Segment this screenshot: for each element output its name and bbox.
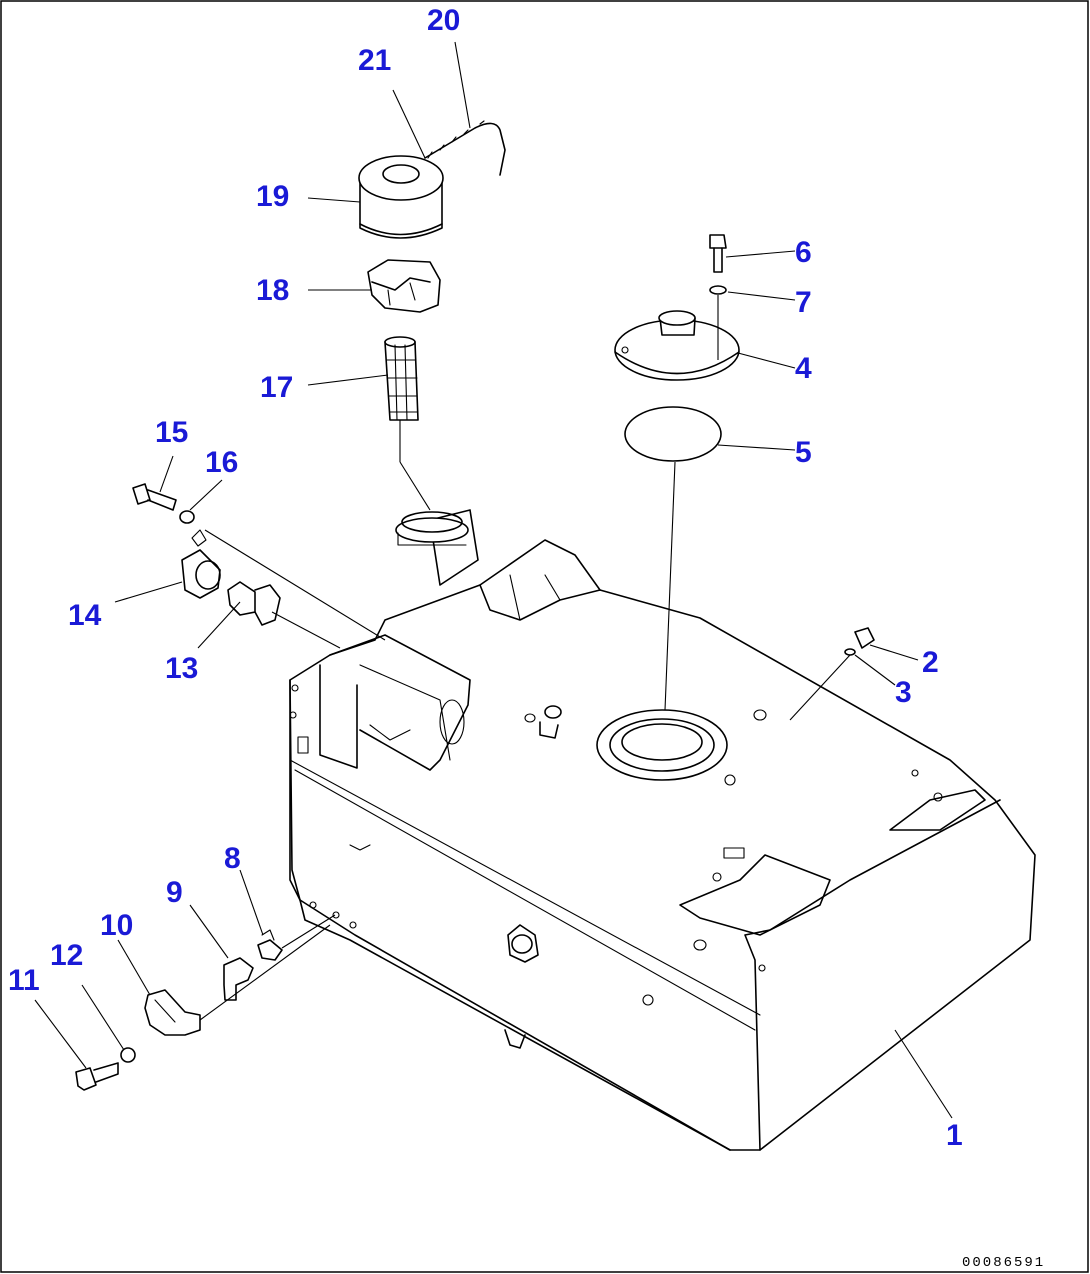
- bolt-6: [709, 234, 727, 273]
- callout-18: 18: [256, 274, 289, 307]
- callout-3: 3: [895, 676, 912, 709]
- callout-14: 14: [68, 599, 102, 632]
- clamp-10: [144, 989, 201, 1036]
- fuel-cap: [358, 155, 444, 239]
- callout-19: 19: [256, 180, 289, 213]
- drain-valve-8: [257, 929, 283, 961]
- washer-12: [120, 1047, 136, 1063]
- callout-20: 20: [427, 4, 460, 37]
- callout-15: 15: [155, 416, 188, 449]
- callout-9: 9: [166, 876, 183, 909]
- callout-10: 10: [100, 909, 133, 942]
- bolt-11: [75, 1062, 119, 1091]
- seal-3: [844, 648, 856, 656]
- callout-16: 16: [205, 446, 238, 479]
- document-number: 00086591: [962, 1255, 1045, 1271]
- callout-17: 17: [260, 371, 293, 404]
- callout-11: 11: [8, 964, 40, 997]
- strainer: [384, 336, 419, 421]
- callout-13: 13: [165, 652, 198, 685]
- cover-plate: [614, 310, 740, 381]
- callout-1: 1: [946, 1119, 963, 1152]
- callout-7: 7: [795, 286, 812, 319]
- callouts: 1 2 3 4 5 6 7 8 9 10 11 12 13 14 15 16 1…: [8, 4, 963, 1152]
- sensor-13: [227, 581, 281, 626]
- o-ring: [624, 406, 722, 462]
- filler-neck: [395, 509, 479, 586]
- fuel-tank: [289, 539, 1036, 1151]
- sender-14: [181, 529, 221, 599]
- elbow-9: [223, 957, 254, 1001]
- cap-adapter: [367, 259, 441, 313]
- washer-16: [179, 510, 195, 524]
- callout-12: 12: [50, 939, 83, 972]
- callout-6: 6: [795, 236, 812, 269]
- callout-4: 4: [795, 352, 812, 385]
- callout-8: 8: [224, 842, 241, 875]
- callout-2: 2: [922, 646, 939, 679]
- leader-lines: [34, 41, 953, 1119]
- washer-7: [709, 285, 727, 295]
- cap-chain: [424, 120, 506, 176]
- callout-21: 21: [358, 44, 391, 77]
- bolt-15: [132, 483, 177, 511]
- callout-5: 5: [795, 436, 812, 469]
- plug-2: [854, 627, 875, 649]
